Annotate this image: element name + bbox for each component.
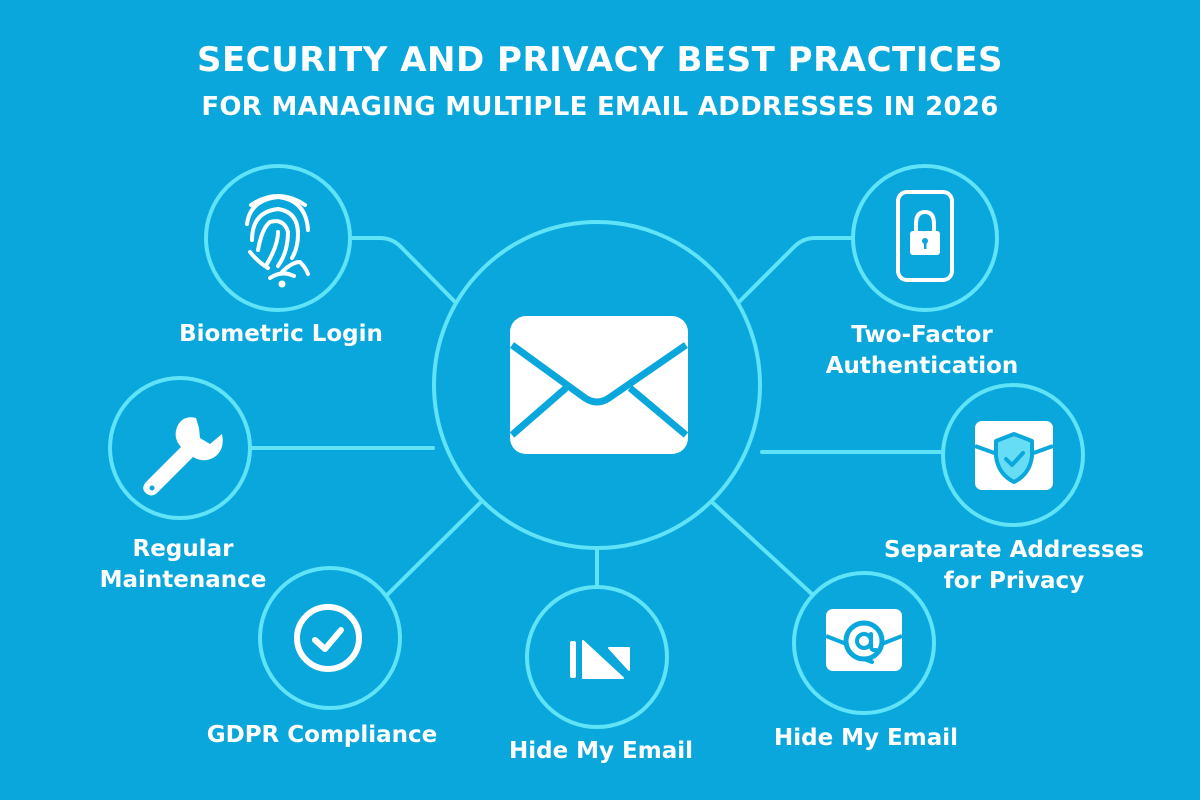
label-two-factor-line2: Authentication — [825, 353, 1019, 379]
wrench-icon — [143, 417, 223, 496]
diagram-title: SECURITY AND PRIVACY BEST PRACTICES — [196, 40, 1004, 80]
connector-lines — [248, 236, 945, 599]
connector-two-factor — [734, 236, 855, 307]
label-maintenance-line1: Regular — [132, 536, 234, 562]
connector-gdpr — [383, 501, 482, 599]
label-regular-maintenance: Regular Maintenance — [100, 534, 267, 596]
label-hide-my-email-center: Hide My Email — [508, 738, 694, 764]
node-two-factor-authentication[interactable] — [853, 166, 997, 310]
label-gdpr-compliance: GDPR Compliance — [206, 722, 438, 748]
label-maintenance-line2: Maintenance — [99, 567, 267, 593]
at-envelope-icon — [825, 609, 903, 671]
label-separate-line2: for Privacy — [943, 568, 1085, 594]
node-separate-addresses[interactable] — [943, 385, 1083, 525]
fingerprint-icon — [245, 194, 310, 288]
connector-biometric — [348, 236, 460, 307]
label-biometric-login: Biometric Login — [179, 321, 383, 347]
node-regular-maintenance[interactable] — [110, 378, 250, 518]
node-hide-my-email-center[interactable] — [527, 587, 667, 727]
node-gdpr-compliance[interactable] — [260, 568, 400, 708]
label-hide-my-email-right: Hide My Email — [773, 725, 959, 751]
ring-gdpr — [258, 566, 402, 710]
phone-lock-icon — [896, 190, 954, 282]
shield-envelope-icon — [974, 421, 1054, 490]
diagram-subtitle: FOR MANAGING MULTIPLE EMAIL ADDRESSES IN… — [201, 92, 999, 122]
label-separate-addresses: Separate Addresses for Privacy — [884, 535, 1144, 597]
label-two-factor-authentication: Two-Factor Authentication — [826, 320, 1019, 382]
node-biometric-login[interactable] — [206, 166, 350, 310]
label-two-factor-line1: Two-Factor — [851, 322, 993, 348]
center-node-email[interactable] — [434, 222, 760, 548]
connector-hide-right — [711, 501, 815, 597]
hidden-mail-icon — [570, 640, 630, 679]
label-separate-line1: Separate Addresses — [884, 537, 1144, 563]
check-circle-icon — [294, 604, 362, 672]
envelope-icon — [509, 316, 689, 454]
